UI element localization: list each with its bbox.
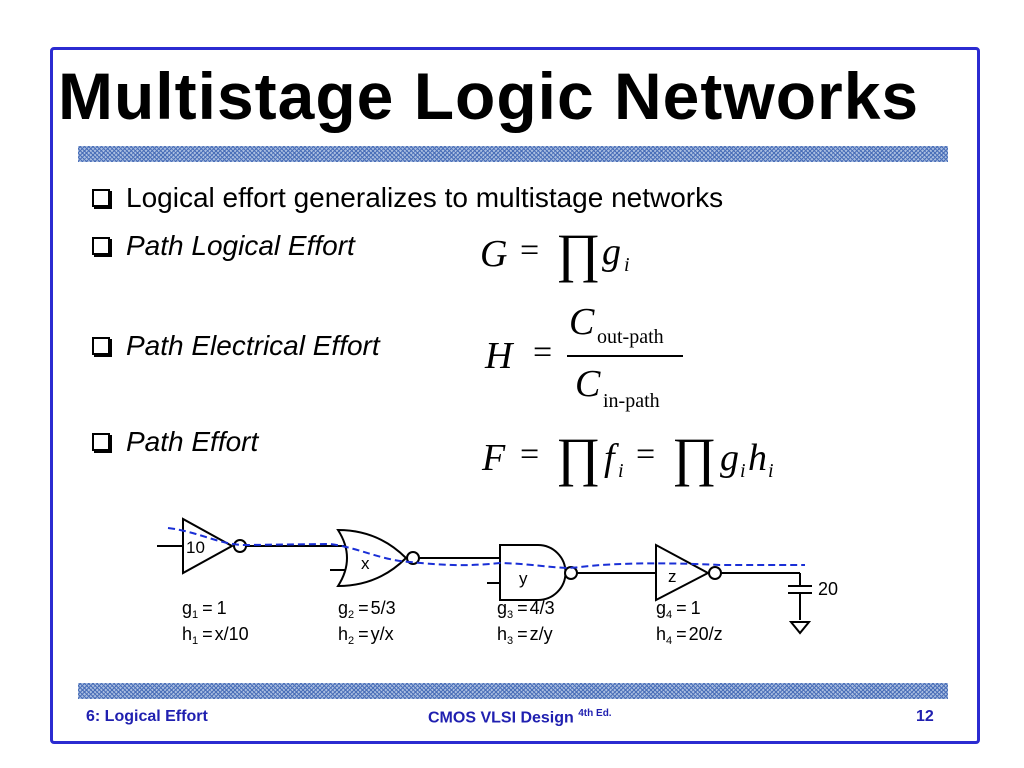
h2-label: h2=y/x (338, 624, 394, 647)
eq-sub: i (624, 254, 630, 276)
g1-label: g1=1 (182, 598, 227, 621)
checkbox-bullet-icon (92, 337, 110, 355)
eq-sub: i (740, 460, 746, 482)
eq-equals: = (520, 232, 540, 269)
checkbox-bullet-icon (92, 189, 110, 207)
bullet-text: Path Logical Effort (126, 230, 355, 261)
numerator-sub: out-path (597, 326, 664, 348)
eq-var: g (602, 231, 621, 273)
eq-equals: = (520, 436, 540, 473)
gate-label-2: x (361, 554, 370, 573)
h4-label: h4=20/z (656, 624, 723, 647)
eq-var: g (720, 437, 739, 479)
bullet-text: Path Electrical Effort (126, 330, 380, 361)
bullet-text: Path Effort (126, 426, 259, 457)
gate-label-1: 10 (186, 538, 205, 557)
nor-gate-2 (336, 528, 408, 588)
eq-lhs: F (482, 437, 506, 479)
gate-label-4: z (668, 567, 677, 586)
footer-center-title: CMOS VLSI Design (428, 709, 574, 727)
equation-path-electrical-effort: H = C out-path C in-path (485, 300, 705, 420)
denominator-var: C (575, 363, 601, 405)
product-symbol: ∏ (556, 427, 601, 487)
fraction-bar (567, 355, 683, 357)
inverter-1-bubble (233, 539, 247, 553)
top-divider-band (78, 146, 948, 162)
eq-equals: = (636, 436, 656, 473)
ground-icon (788, 621, 812, 635)
denominator-sub: in-path (603, 390, 660, 412)
inverter-1 (182, 517, 235, 575)
h3-label: h3=z/y (497, 624, 553, 647)
inverter-4-bubble (708, 566, 722, 580)
g2-label: g2=5/3 (338, 598, 396, 621)
equation-path-effort: F = ∏ f i = ∏ g i h i (482, 424, 822, 490)
bullet-4: Path Effort (92, 426, 258, 458)
eq-var: h (748, 437, 767, 479)
bullet-3: Path Electrical Effort (92, 330, 380, 362)
eq-lhs: H (485, 335, 513, 377)
slide-frame (50, 47, 980, 744)
eq-sub: i (618, 460, 624, 482)
nand-gate-3-bubble (564, 566, 578, 580)
gate-label-3: y (519, 569, 528, 588)
bullet-text: Logical effort generalizes to multistage… (126, 182, 724, 213)
eq-sub: i (768, 460, 774, 482)
slide-title: Multistage Logic Networks (58, 59, 920, 133)
footer-left: 6: Logical Effort (86, 708, 208, 725)
checkbox-bullet-icon (92, 237, 110, 255)
product-symbol: ∏ (672, 427, 717, 487)
g4-label: g4=1 (656, 598, 701, 621)
bullet-1: Logical effort generalizes to multistage… (92, 182, 723, 214)
h1-label: h1=x/10 (182, 624, 249, 647)
footer-center: CMOS VLSI Design 4th Ed. (428, 708, 612, 727)
bullet-2: Path Logical Effort (92, 230, 355, 262)
footer-page-number: 12 (916, 708, 934, 725)
footer-center-edition: 4th Ed. (578, 708, 612, 719)
checkbox-bullet-icon (92, 433, 110, 451)
load-capacitance-label: 20 (818, 579, 838, 599)
g3-label: g3=4/3 (497, 598, 555, 621)
equation-path-logical-effort: G = ∏ g i (480, 223, 660, 286)
critical-path-line (167, 527, 805, 569)
bottom-divider-band (78, 683, 948, 699)
eq-equals: = (533, 334, 553, 371)
eq-var: f (604, 437, 615, 479)
nand-gate-3 (499, 544, 567, 601)
inverter-4 (655, 543, 711, 602)
numerator-var: C (569, 301, 595, 343)
eq-lhs: G (480, 233, 508, 275)
product-symbol: ∏ (556, 223, 601, 283)
